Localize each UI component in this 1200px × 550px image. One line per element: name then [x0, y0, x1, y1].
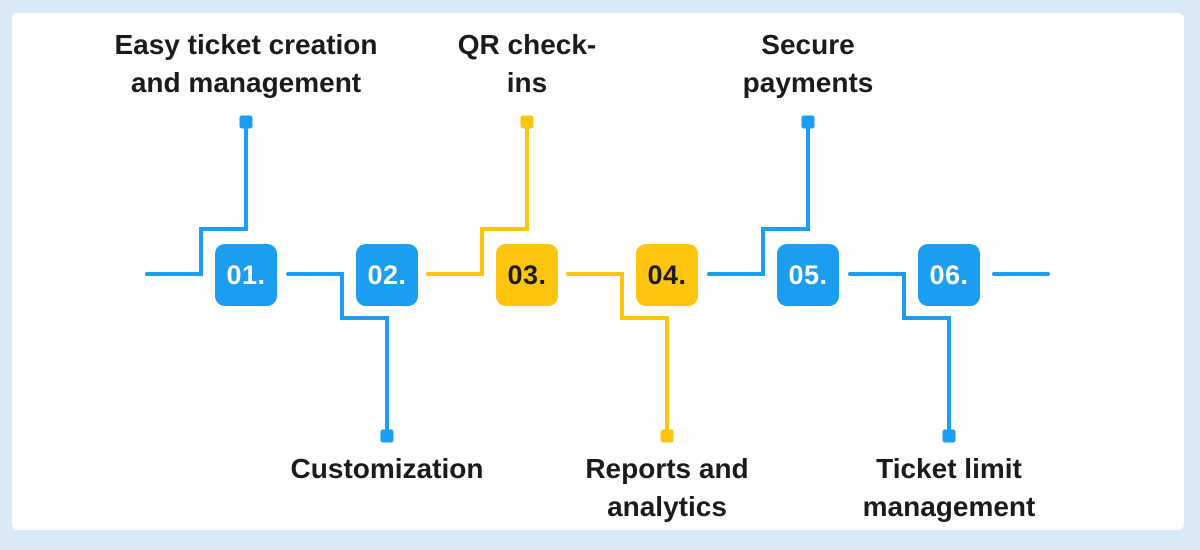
step-label: QR check- ins: [457, 29, 597, 98]
connector-endpoint-dot: [801, 115, 815, 129]
diagram-panel: [12, 13, 1184, 530]
step-number-box: 06.: [918, 244, 980, 306]
step-number-box: 05.: [777, 244, 839, 306]
connector-path: [707, 124, 810, 276]
step-number-box: 01.: [215, 244, 277, 306]
connector-path: [848, 272, 951, 434]
connector-path: [145, 124, 248, 276]
step-label: Customization: [290, 453, 484, 484]
step-number-box: 03.: [496, 244, 558, 306]
connector-endpoint-dot: [660, 429, 674, 443]
step-label: Ticket limit management: [862, 453, 1036, 522]
connector-path: [286, 272, 389, 434]
connector-endpoint-dot: [239, 115, 253, 129]
connector-endpoint-dot: [380, 429, 394, 443]
step-label: Reports and analytics: [585, 453, 749, 522]
step-number-box: 02.: [356, 244, 418, 306]
connector-endpoint-dot: [942, 429, 956, 443]
connector-endpoint-dot: [520, 115, 534, 129]
connector-path: [426, 124, 529, 276]
connector-path: [566, 272, 669, 434]
step-number-box: 04.: [636, 244, 698, 306]
step-label: Secure payments: [742, 29, 874, 98]
step-label: Easy ticket creation and management: [114, 29, 378, 98]
